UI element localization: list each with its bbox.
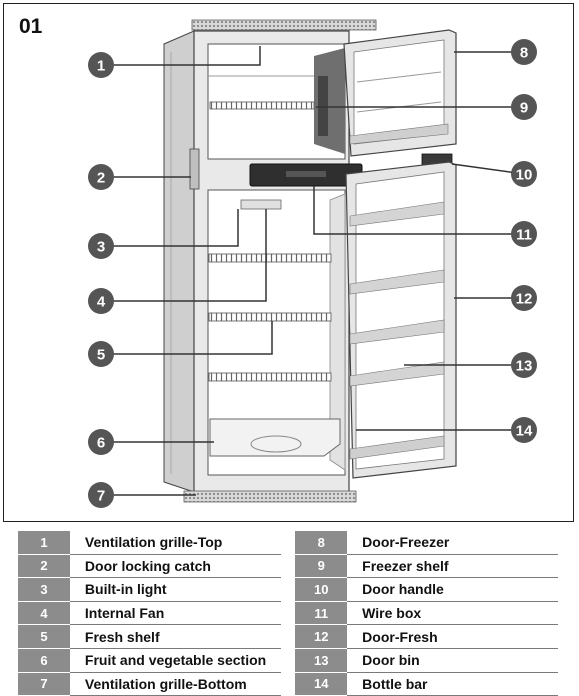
legend-row: 3 Built-in light 10 Door handle [18,577,558,602]
callout-12: 12 [511,285,537,311]
legend-label: Freezer shelf [347,554,558,579]
callout-6-number: 6 [97,435,105,452]
callout-13: 13 [511,352,537,378]
figure-label: 01 [19,15,43,38]
fruit-vegetable-section [209,418,341,457]
callout-8-number: 8 [520,45,528,62]
parts-legend-table: 1 Ventilation grille-Top 8 Door-Freezer … [18,531,558,696]
callout-6: 6 [88,429,114,455]
leader-11 [313,186,524,235]
leader-4 [101,209,267,302]
callout-7: 7 [88,482,114,508]
callout-14: 14 [511,417,537,443]
callout-8: 8 [511,39,537,65]
legend-label: Ventilation grille-Top [69,531,281,555]
legend-number: 12 [295,624,348,649]
callout-3-number: 3 [97,239,105,256]
legend-number: 13 [295,648,348,673]
legend-row: 1 Ventilation grille-Top 8 Door-Freezer [18,531,558,555]
figure-panel: 01 [3,3,574,522]
legend-number: 7 [18,672,70,696]
legend-label: Door locking catch [69,554,281,579]
fresh-shelf-middle [208,312,332,322]
legend-label: Fruit and vegetable section [69,648,281,673]
leader-1 [101,46,261,66]
legend-label: Door-Freezer [347,531,558,555]
cabinet-side-panel [163,30,195,493]
door-bin-1 [349,201,445,227]
legend-number: 10 [295,577,348,602]
legend-number: 1 [18,531,70,555]
callout-14-number: 14 [516,423,533,440]
legend-row: 5 Fresh shelf 12 Door-Fresh [18,624,558,649]
legend-number: 14 [295,672,348,696]
callout-4: 4 [88,288,114,314]
legend-row: 4 Internal Fan 11 Wire box [18,601,558,626]
callout-9-number: 9 [520,100,528,117]
door-bin-4 [349,361,445,387]
legend-label: Built-in light [69,577,281,602]
callout-2-number: 2 [97,170,105,187]
callout-1-number: 1 [97,58,105,75]
callout-4-number: 4 [97,294,106,311]
door-bin-3 [349,319,445,345]
callout-1: 1 [88,52,114,78]
callout-13-number: 13 [516,358,533,375]
callout-3: 3 [88,233,114,259]
refrigerator-diagram: 1 2 3 4 5 6 7 8 9 10 11 12 13 14 [88,19,537,508]
door-locking-catch [189,148,200,190]
callout-5-number: 5 [97,347,105,364]
legend-label: Door-Fresh [347,624,558,649]
fresh-shelf-bottom [208,372,332,382]
legend-label: Wire box [347,601,558,626]
callout-10-number: 10 [516,167,533,184]
callout-12-number: 12 [516,291,533,308]
legend-number: 4 [18,601,70,626]
legend-number: 11 [295,601,348,626]
legend-row: 2 Door locking catch 9 Freezer shelf [18,554,558,579]
built-in-light [240,199,282,210]
legend-number: 3 [18,577,70,602]
callout-2: 2 [88,164,114,190]
callout-11-number: 11 [516,227,532,244]
callout-10: 10 [511,161,537,187]
leader-5 [101,321,273,355]
legend-number: 9 [295,554,348,579]
legend-label: Door handle [347,577,558,602]
legend-label: Ventilation grille-Bottom [69,672,281,696]
bottle-bar [349,435,445,460]
legend-number: 5 [18,624,70,649]
callout-7-number: 7 [97,488,105,505]
legend-number: 6 [18,648,70,673]
legend-number: 8 [295,531,348,555]
legend-row: 6 Fruit and vegetable section 13 Door bi… [18,648,558,673]
legend-label: Internal Fan [69,601,281,626]
bottom-ventilation-grille [183,490,357,503]
legend-label: Bottle bar [347,672,558,696]
callout-5: 5 [88,341,114,367]
legend-row: 7 Ventilation grille-Bottom 14 Bottle ba… [18,672,558,696]
legend-label: Fresh shelf [69,624,281,649]
callout-11: 11 [511,221,537,247]
door-bin-2 [349,269,445,295]
top-ventilation-grille [191,19,377,31]
legend-label: Door bin [347,648,558,673]
freezer-shelf [209,101,315,110]
leader-3 [101,209,239,247]
callout-9: 9 [511,94,537,120]
legend-number: 2 [18,554,70,579]
fresh-shelf-top [208,253,332,263]
